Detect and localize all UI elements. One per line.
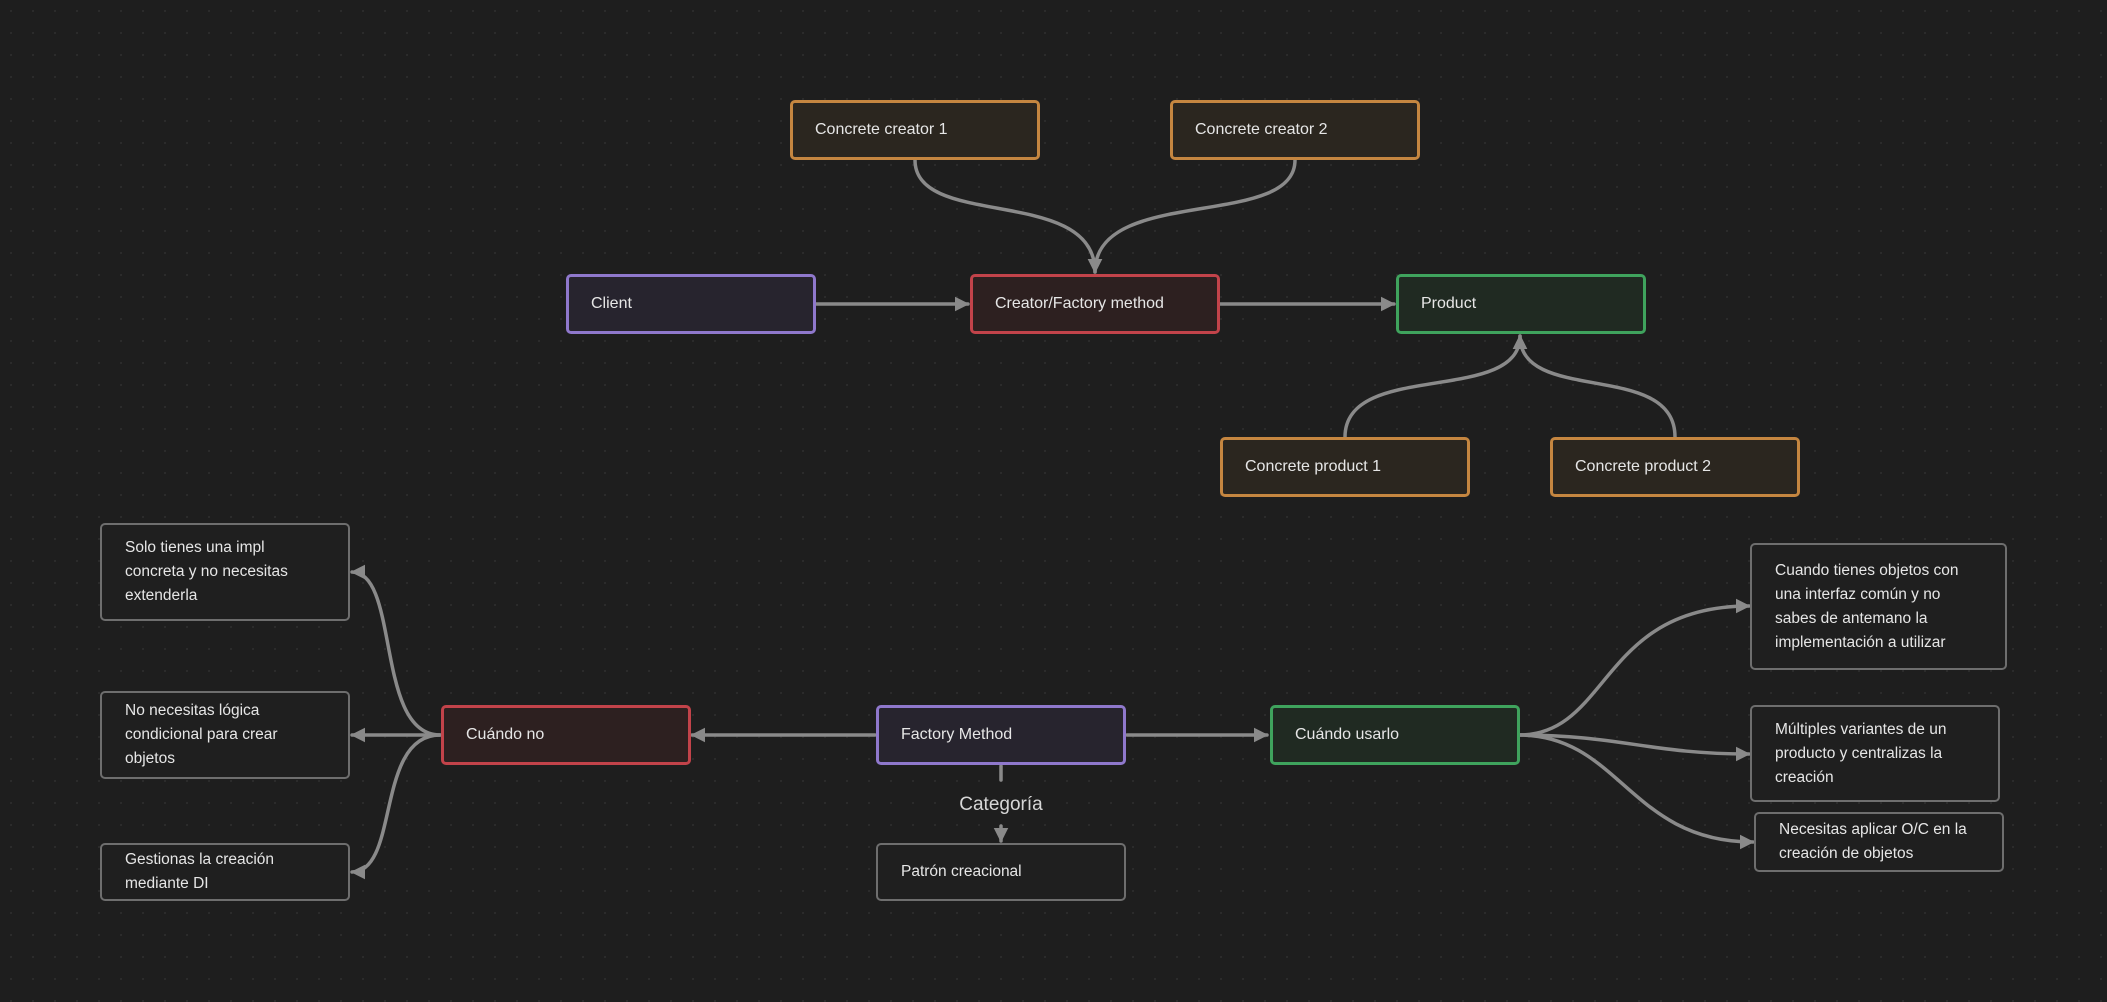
- concrete-product-1-node[interactable]: Concrete product 1: [1220, 437, 1470, 497]
- cuando-no-item-3[interactable]: Gestionas la creación mediante DI: [100, 843, 350, 901]
- edge-cuando-usarlo-to-usar1: [1517, 598, 1751, 737]
- cuando-no-item-2[interactable]: No necesitas lógica condicional para cre…: [100, 691, 350, 779]
- cuando-usarlo-item-2-text: Múltiples variantes de un producto y cen…: [1775, 720, 1947, 786]
- product-node[interactable]: Product: [1396, 274, 1646, 334]
- cuando-usarlo-label: Cuándo usarlo: [1295, 726, 1400, 743]
- concrete-creator-1-label: Concrete creator 1: [815, 121, 948, 138]
- creator-factory-method-label: Creator/Factory method: [995, 295, 1164, 312]
- concrete-product-2-node[interactable]: Concrete product 2: [1550, 437, 1800, 497]
- patron-creacional-label: Patrón creacional: [901, 863, 1022, 880]
- edge-cuando-no-to-no3: [350, 733, 442, 880]
- factory-method-label: Factory Method: [901, 726, 1013, 743]
- edge-concrete-product2-to-product: [1512, 334, 1677, 439]
- concrete-product-2-label: Concrete product 2: [1575, 458, 1712, 475]
- concrete-creator-2-node[interactable]: Concrete creator 2: [1170, 100, 1420, 160]
- factory-method-node[interactable]: Factory Method: [876, 705, 1126, 765]
- edge-creator2-to-creator: [1087, 158, 1297, 274]
- cuando-no-item-2-text: No necesitas lógica condicional para cre…: [125, 702, 278, 767]
- edge-label-categoria: Categoría: [955, 794, 1047, 816]
- patron-creacional-node[interactable]: Patrón creacional: [876, 843, 1126, 901]
- concrete-product-1-label: Concrete product 1: [1245, 458, 1382, 475]
- edge-cuando-no-to-no1: [350, 564, 442, 737]
- cuando-usarlo-node[interactable]: Cuándo usarlo: [1270, 705, 1520, 765]
- cuando-no-item-1-text: Solo tienes una impl concreta y no neces…: [125, 539, 288, 604]
- edge-creator1-to-creator: [913, 158, 1103, 274]
- cuando-usarlo-item-1-text: Cuando tienes objetos con una interfaz c…: [1775, 561, 1959, 651]
- client-node[interactable]: Client: [566, 274, 816, 334]
- cuando-no-item-3-text: Gestionas la creación mediante DI: [125, 851, 275, 892]
- product-label: Product: [1421, 295, 1477, 312]
- edge-cuando-usarlo-to-usar3: [1517, 733, 1755, 850]
- cuando-usarlo-item-1[interactable]: Cuando tienes objetos con una interfaz c…: [1750, 543, 2007, 670]
- cuando-usarlo-item-2[interactable]: Múltiples variantes de un producto y cen…: [1750, 705, 2000, 802]
- cuando-no-node[interactable]: Cuándo no: [441, 705, 691, 765]
- edge-concrete-product1-to-product: [1343, 334, 1528, 439]
- cuando-no-label: Cuándo no: [466, 726, 545, 743]
- concrete-creator-2-label: Concrete creator 2: [1195, 121, 1328, 138]
- cuando-no-item-1[interactable]: Solo tienes una impl concreta y no neces…: [100, 523, 350, 621]
- cuando-usarlo-item-3[interactable]: Necesitas aplicar O/C en la creación de …: [1754, 812, 2004, 872]
- edge-cuando-usarlo-to-usar2: [1517, 733, 1751, 762]
- creator-factory-method-node[interactable]: Creator/Factory method: [970, 274, 1220, 334]
- client-label: Client: [591, 295, 632, 312]
- concrete-creator-1-node[interactable]: Concrete creator 1: [790, 100, 1040, 160]
- cuando-usarlo-item-3-text: Necesitas aplicar O/C en la creación de …: [1779, 821, 1967, 862]
